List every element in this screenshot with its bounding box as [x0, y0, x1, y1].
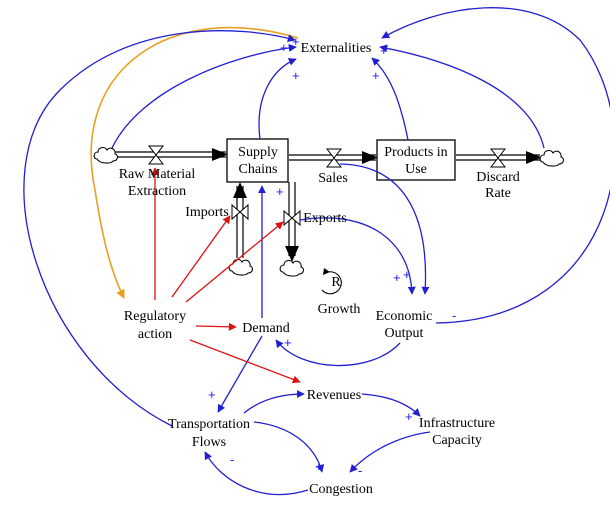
demand-label: Demand — [242, 321, 289, 336]
arrow-externalities-regulatory — [90, 26, 299, 299]
revenues-label: Revenues — [307, 388, 361, 403]
polarity-sales-eo2: + — [403, 267, 411, 282]
polarity-ext-left: + — [280, 40, 288, 55]
loop-growth: R Growth — [318, 268, 361, 317]
loop-letter: R — [331, 275, 341, 290]
arrow-transport-externalities — [23, 30, 296, 427]
arrow-regulatory-exports — [185, 221, 284, 303]
cloud-imports — [228, 259, 253, 276]
variable-labels: Externalities Regulatory action Demand E… — [124, 41, 495, 497]
arrow-sales-economic — [339, 163, 430, 295]
arrow-congestion-transport — [204, 451, 309, 495]
loop-growth-icon — [321, 271, 342, 295]
externalities-label: Externalities — [301, 41, 372, 56]
polarity-ic-congestion: - — [358, 463, 362, 478]
polarity-ext-sc: + — [292, 34, 300, 49]
polarity-cong-tf: + — [315, 459, 323, 474]
exports-valve — [283, 209, 301, 227]
discard-rate-label-1: Discard — [476, 170, 520, 185]
arrow-demand-transport — [217, 335, 263, 413]
flow-labels: Raw Material Extraction Sales Discard Ra… — [119, 167, 520, 226]
sales-valve — [325, 148, 343, 168]
polarity-eo-ext: - — [452, 308, 456, 323]
transportation-flows-label-2: Flows — [192, 435, 226, 450]
arrow-economic-externalities — [381, 7, 610, 324]
regulatory-action-label-1: Regulatory — [124, 309, 186, 324]
arrow-regulatory-revenues — [189, 339, 301, 384]
polarity-ext-piu: + — [380, 43, 388, 58]
supply-chains-label-1: Supply — [238, 145, 278, 160]
polarity-signs: + + + + + + + - + + + - + + - — [208, 34, 456, 478]
polarity-eo-demand: + — [284, 335, 292, 350]
sales-label: Sales — [318, 171, 348, 186]
polarity-tf-congestion: - — [230, 452, 234, 467]
cloud-raw-material — [93, 147, 118, 164]
raw-material-label-1: Raw Material — [119, 167, 196, 182]
cloud-discard — [539, 150, 564, 167]
regulatory-links — [151, 167, 301, 384]
regulatory-action-label-2: action — [138, 327, 172, 342]
arrow-regulatory-demand — [195, 322, 237, 331]
polarity-sc-demand: + — [276, 184, 284, 199]
arrow-transport-congestion — [253, 421, 325, 473]
economic-output-label-2: Output — [385, 326, 424, 341]
clouds — [93, 147, 564, 277]
polarity-ext-right: + — [372, 68, 380, 83]
valves — [147, 145, 507, 227]
discard-valve — [489, 148, 507, 168]
loop-name: Growth — [318, 302, 361, 317]
imports-pipe — [233, 182, 247, 258]
imports-label: Imports — [185, 205, 229, 220]
economic-output-label-1: Economic — [376, 309, 433, 324]
causal-links — [23, 7, 610, 495]
arrow-exports-economic — [299, 217, 416, 295]
arrow-products-externalities — [371, 57, 409, 141]
polarity-ext-left2: + — [292, 68, 300, 83]
raw-material-pipe — [112, 148, 228, 161]
congestion-label: Congestion — [309, 482, 373, 497]
infrastructure-capacity-label-2: Capacity — [432, 433, 482, 448]
arrow-revenues-infrastructure — [361, 393, 421, 417]
raw-material-label-2: Extraction — [128, 184, 186, 199]
arrow-regulatory-imports — [171, 215, 231, 298]
stock-supply-chains: Supply Chains — [226, 138, 289, 183]
transportation-flows-label-1: Transportation — [168, 417, 250, 432]
polarity-sales-eo: + — [393, 270, 401, 285]
supply-chains-label-2: Chains — [239, 162, 278, 177]
stock-products-in-use: Products in Use — [376, 139, 456, 181]
products-in-use-label-2: Use — [405, 162, 427, 177]
products-in-use-label-1: Products in — [384, 145, 447, 160]
polarity-ic-revenues: + — [405, 409, 413, 424]
arrow-economic-demand — [275, 339, 401, 367]
imports-valve — [231, 203, 249, 221]
arrow-supplychains-externalities — [258, 58, 297, 140]
raw-material-valve — [147, 145, 165, 165]
flow-pipes — [112, 148, 542, 262]
polarity-tf-demand: + — [208, 387, 216, 402]
arrow-rawmaterial-externalities — [111, 43, 297, 149]
arrow-discard-externalities — [379, 44, 545, 149]
arrow-infrastructure-congestion — [349, 431, 431, 473]
arrow-transport-revenues — [243, 390, 305, 414]
discard-rate-label-2: Rate — [485, 186, 511, 201]
exports-label: Exports — [303, 211, 347, 226]
cloud-exports — [279, 260, 304, 277]
infrastructure-capacity-label-1: Infrastructure — [419, 416, 495, 431]
